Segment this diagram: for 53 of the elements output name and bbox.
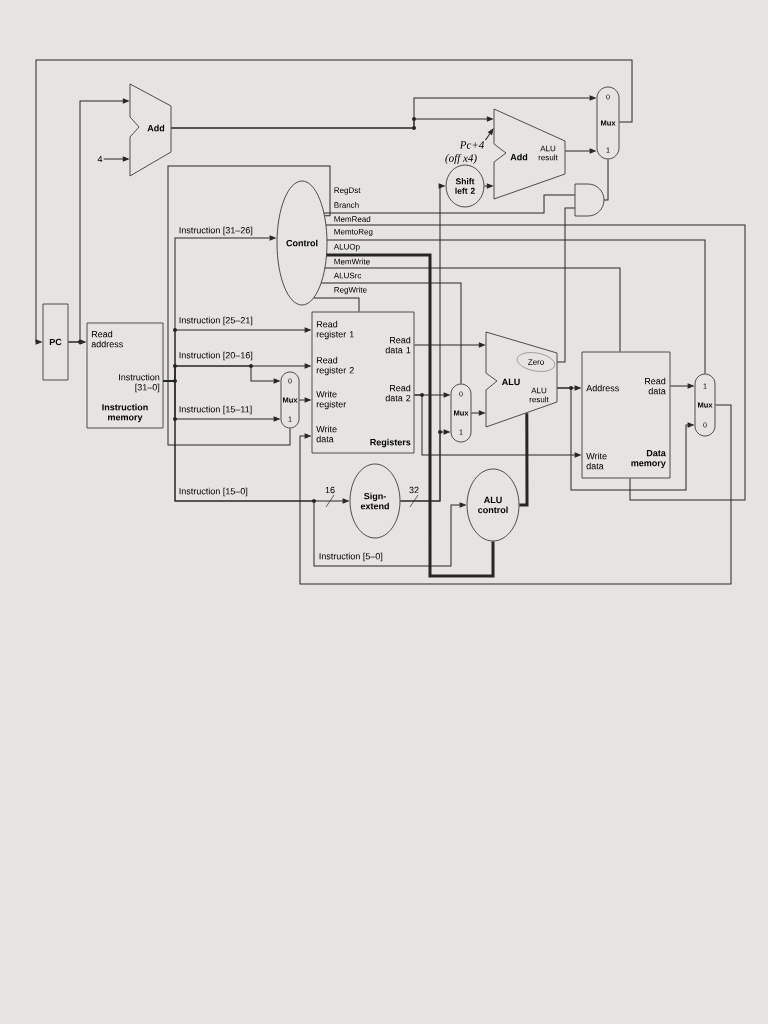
arrow (298, 397, 311, 403)
arrow (470, 410, 485, 416)
handwritten-note: (off x4) (445, 153, 477, 165)
connector-line (320, 282, 462, 385)
connector-line (519, 413, 529, 507)
edge-label: ALUSrc (333, 272, 362, 279)
adder: Add (129, 83, 172, 177)
edge-label: ALUOp (333, 243, 361, 252)
arrow (67, 98, 129, 343)
arrow (484, 128, 494, 141)
arrow (413, 394, 581, 458)
arrow (35, 59, 633, 345)
edge-label: MemWrite (333, 257, 371, 266)
arrow (103, 156, 129, 162)
connector-line (324, 267, 621, 353)
arrow (483, 183, 493, 189)
connector-line (326, 239, 706, 375)
edge-label: RegWrite (333, 286, 368, 295)
connector-line (556, 207, 576, 363)
register-file-box: Read register 1 Read register 2 Write register Write data Read data 1 Read data 2 Registers (311, 311, 415, 454)
and-gate (574, 183, 605, 217)
connector-line (323, 194, 576, 214)
edge-label: Instruction [15–0] (178, 487, 249, 497)
arrow (564, 148, 596, 154)
handwritten-note: Pc+4 (459, 141, 485, 149)
bit-width-label: 16 (325, 486, 335, 494)
edge-label: Branch (333, 201, 360, 209)
edge-label: MemtoReg (333, 228, 374, 237)
data-memory-box: Address Read data Write data Data memory (581, 351, 671, 479)
memory-box: Read address Instruction [31–0] Instruction memory (86, 322, 164, 429)
edge-label: Instruction [20–16] (178, 351, 254, 361)
edge-label: Instruction [25–21] (178, 316, 254, 326)
connector-line (167, 165, 331, 446)
connector-line (603, 158, 609, 201)
register-box: PC (42, 303, 69, 381)
adder: Add ALU result (493, 108, 566, 200)
connector-line (326, 253, 495, 578)
edge-label: Instruction [31–26] (178, 226, 254, 236)
arrow (669, 383, 694, 389)
bit-width-label: 32 (409, 486, 419, 494)
arrow (399, 183, 445, 502)
arrow (170, 116, 493, 129)
connector-line (325, 224, 746, 501)
arrow (556, 387, 694, 491)
edge-label: MemRead (333, 215, 372, 223)
input-label: 4 (97, 155, 103, 163)
edge-label: Instruction [5–0] (318, 552, 384, 562)
connector-line (313, 297, 360, 313)
edge-label: Instruction [15–11] (178, 405, 253, 415)
arrow (413, 342, 485, 348)
arrow (299, 404, 732, 585)
edge-label: RegDst (333, 186, 362, 196)
alu: ALU Zero ALU result (485, 331, 558, 428)
